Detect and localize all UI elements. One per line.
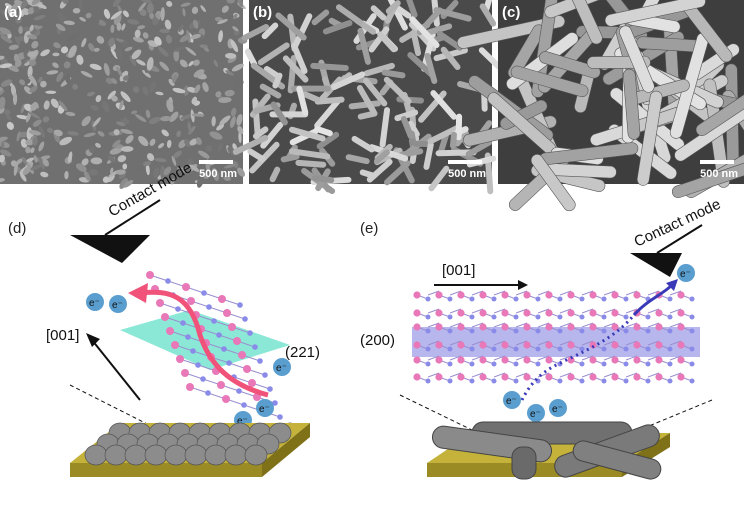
panel-label-b: (b): [253, 4, 273, 21]
cantilever-d: [104, 199, 161, 236]
scale-text-a: 500 nm: [199, 168, 237, 180]
electron-path-e: [632, 283, 674, 316]
afm-tip-e: [630, 253, 682, 277]
tip-label-e: Contact mode: [632, 196, 724, 251]
svg-text:e⁻: e⁻: [237, 416, 248, 427]
panel-label-d: (d): [8, 220, 27, 237]
electron-icon: e⁻: [273, 358, 291, 376]
direction-arrowhead-e: [518, 280, 528, 290]
electron-path-dotted-e: [520, 314, 636, 401]
cantilever-e: [656, 224, 703, 254]
arrow-head-e: [666, 279, 678, 291]
schematic-d: Contact mode e⁻ e⁻ (221) [001] e⁻ e⁻ e⁻: [46, 159, 320, 477]
substrate-side-d: [70, 463, 262, 477]
electron-icon: e⁻: [549, 399, 567, 417]
sem-image-c: [456, 0, 744, 212]
sem-panel-b: (b) 500 nm: [232, 0, 503, 195]
direction-arrowhead-d: [86, 333, 100, 347]
svg-text:e⁻: e⁻: [506, 396, 517, 407]
substrate-edge-d: [262, 423, 310, 477]
electron-icon: e⁻: [527, 404, 545, 422]
electron-icon: e⁻: [109, 295, 127, 313]
svg-text:e⁻: e⁻: [530, 409, 541, 420]
electron-icon: e⁻: [677, 264, 695, 282]
sem-image-a: [0, 0, 248, 189]
schematic-e: Contact mode e⁻ [001] (200) e⁻ e⁻ e⁻: [360, 196, 724, 480]
electron-icon: e⁻: [503, 391, 521, 409]
nanodome-array-d: [84, 422, 292, 466]
scale-text-b: 500 nm: [448, 168, 486, 180]
sem-panel-c: (c) 500 nm: [456, 0, 744, 212]
svg-text:e⁻: e⁻: [112, 300, 123, 311]
sem-panel-a: (a) 500 nm: [0, 0, 248, 189]
electron-icon: e⁻: [256, 399, 274, 417]
svg-text:e⁻: e⁻: [680, 269, 691, 280]
nanorod-array-e: [431, 421, 662, 480]
direction-label-d: [001]: [46, 327, 79, 344]
svg-text:e⁻: e⁻: [89, 298, 100, 309]
panel-label-c: (c): [502, 4, 521, 21]
direction-arrow-d: [91, 339, 141, 401]
direction-label-e: [001]: [442, 262, 475, 279]
panel-label-e: (e): [360, 220, 379, 237]
scale-bar-a: [199, 160, 233, 164]
plane-label-d: (221): [285, 344, 320, 361]
scale-bar-c: [700, 160, 734, 164]
plane-label-e: (200): [360, 332, 395, 349]
crystal-structure-d: [146, 271, 283, 420]
svg-text:e⁻: e⁻: [259, 404, 270, 415]
scale-text-c: 500 nm: [700, 168, 738, 180]
crystal-structure-e: [413, 290, 695, 384]
guide-line-d: [69, 384, 166, 434]
arrow-head-d: [128, 283, 148, 303]
panel-label-a: (a): [4, 4, 23, 21]
guide-line-e: [399, 394, 473, 431]
svg-text:e⁻: e⁻: [552, 404, 563, 415]
electron-icon: e⁻: [86, 293, 104, 311]
afm-tip-d: [70, 235, 150, 263]
scale-bar-b: [448, 160, 482, 164]
svg-text:e⁻: e⁻: [276, 363, 287, 374]
sem-image-b: [232, 0, 503, 195]
electron-path-d: [139, 289, 269, 398]
